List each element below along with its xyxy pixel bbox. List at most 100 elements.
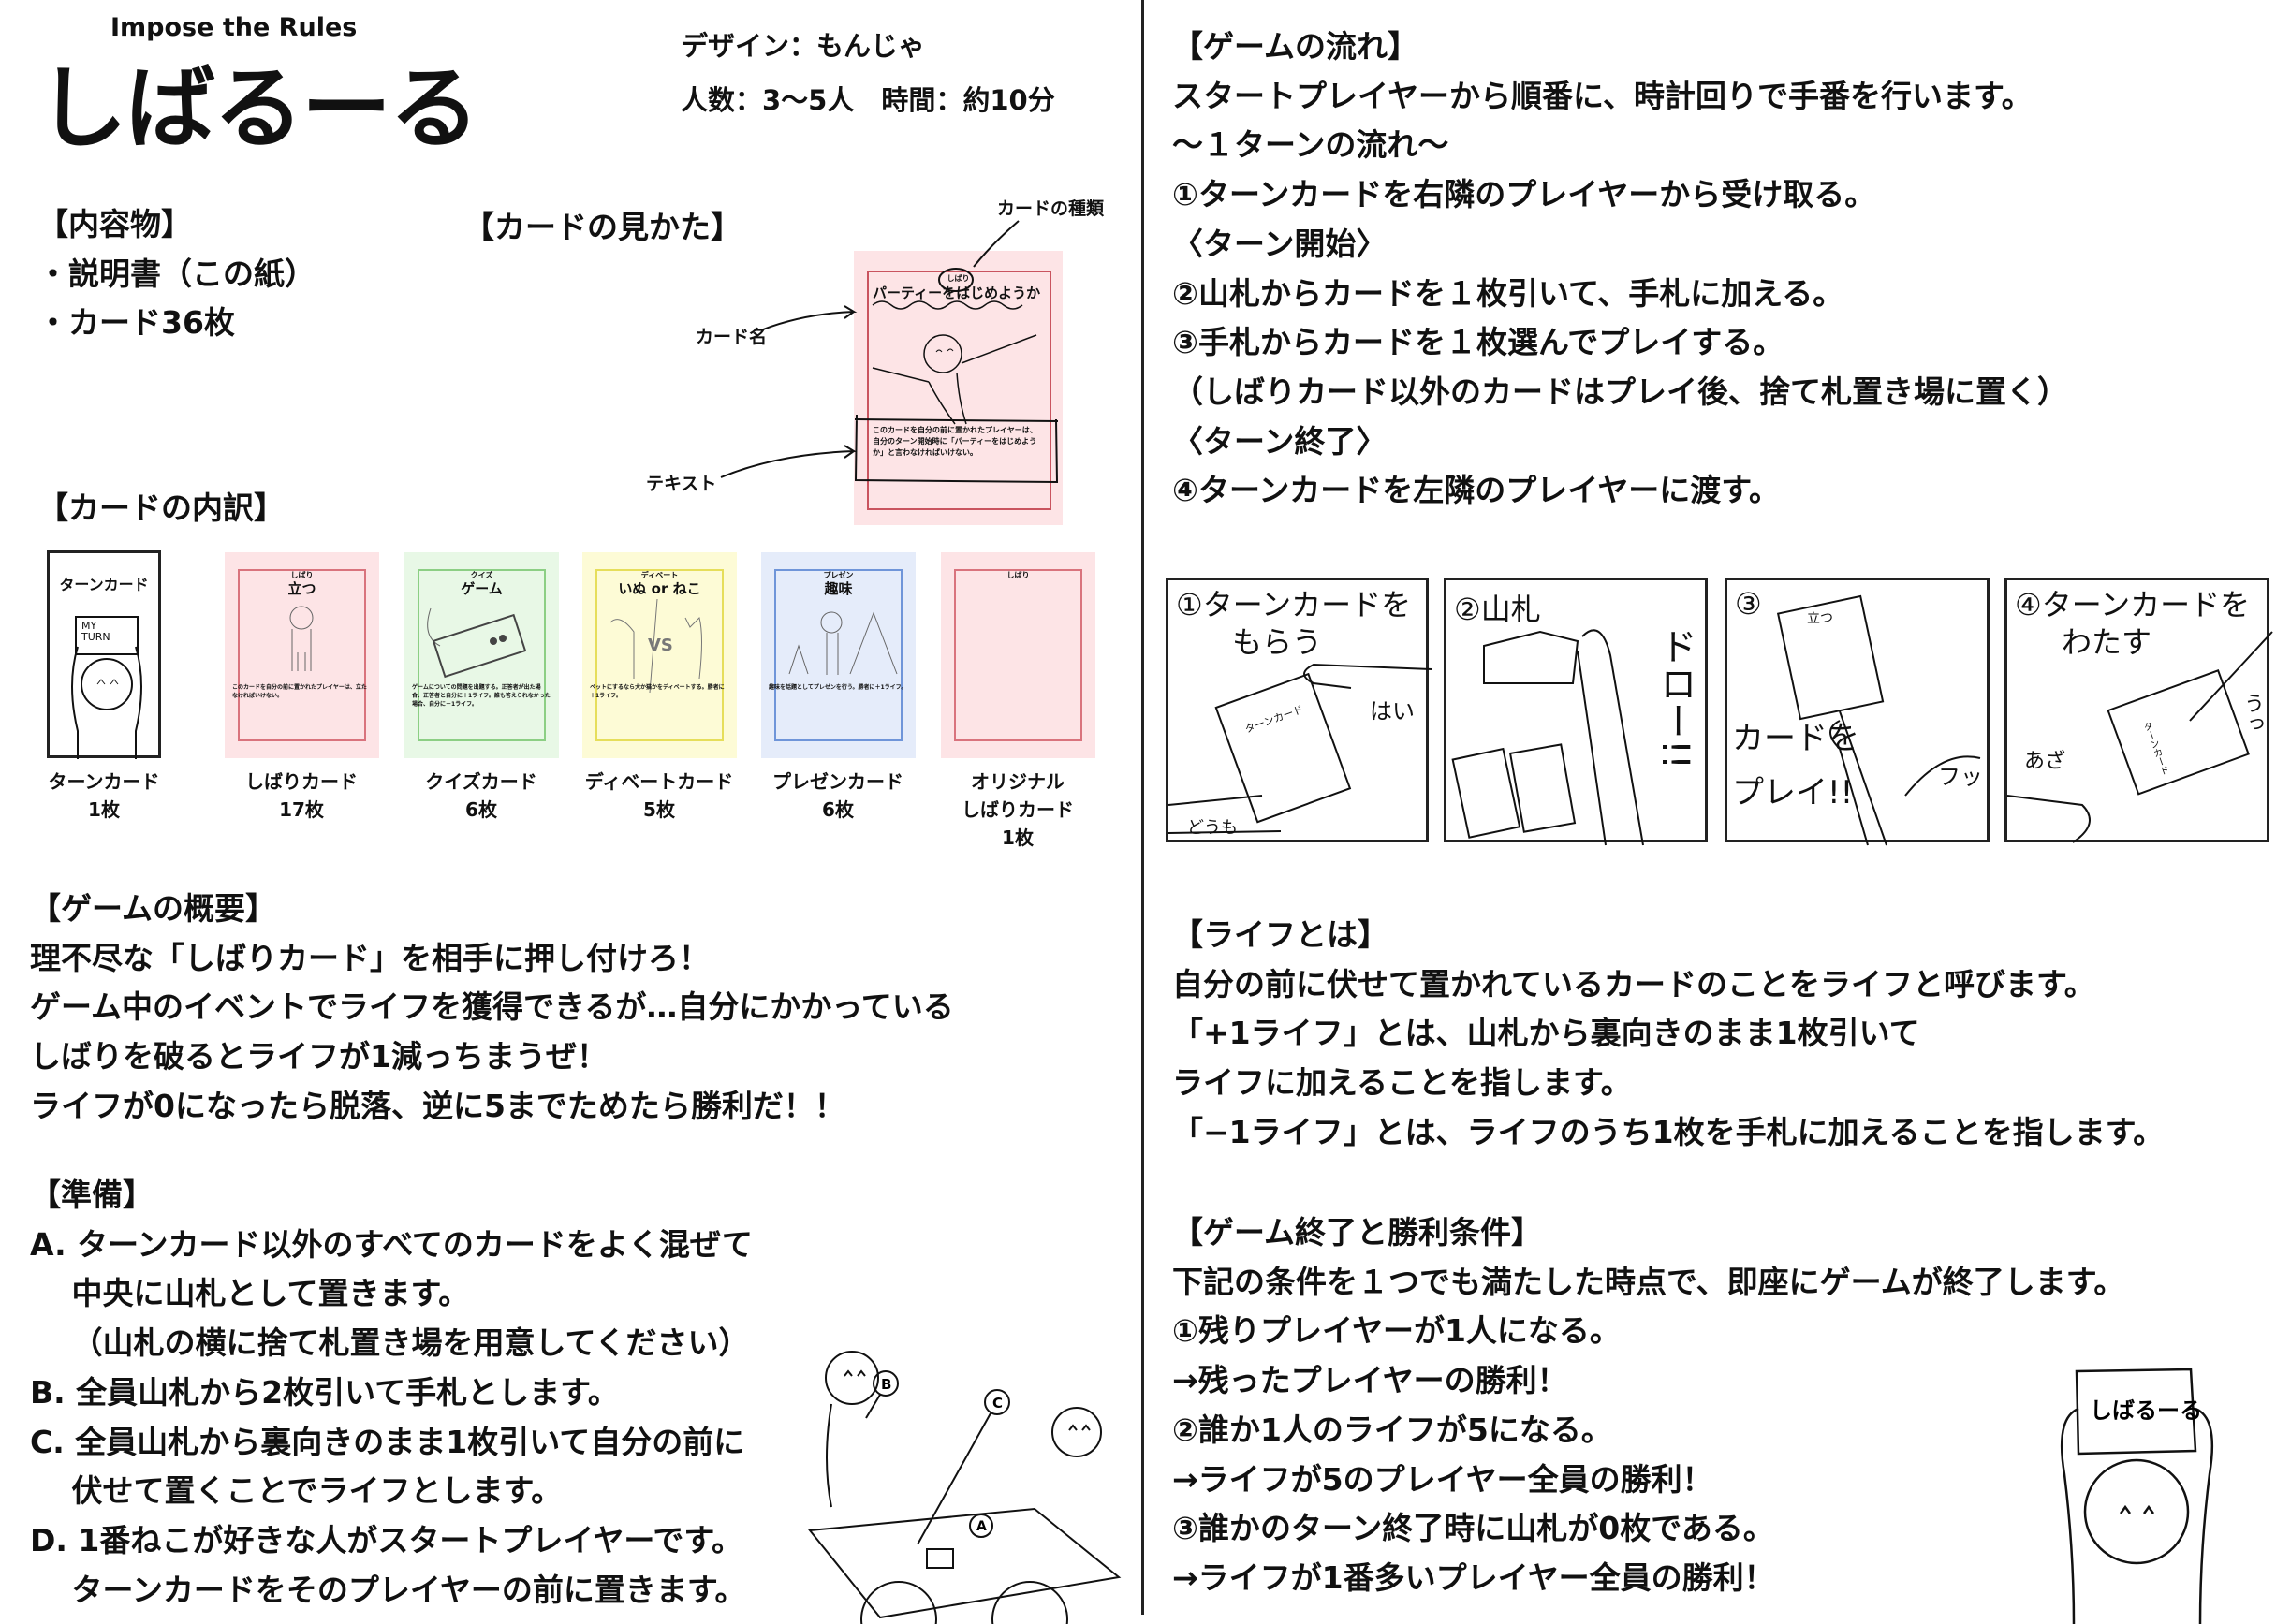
comic-speech: カードをプレイ!! <box>1732 711 1859 820</box>
card-debate: ディベート いぬ or ねこ VS ペットにするなら犬か猫かをディベートする。勝… <box>582 552 737 758</box>
illustration-label-a: A <box>976 1519 987 1534</box>
card-presentation: プレゼン 趣味 趣味を話題としてプレゼンを行う。勝者に＋1ライフ。 <box>761 552 916 758</box>
setup-heading: 【準備】 <box>30 1177 154 1213</box>
card-label-name: ディベートカード <box>584 770 734 793</box>
overview-line: ゲーム中のイベントでライフを獲得できるが…自分にかかっている <box>30 988 954 1026</box>
card-kind: しばり <box>1006 571 1030 579</box>
comic-caption: ②山札 <box>1454 592 1541 627</box>
card-title: 立つ <box>287 580 316 597</box>
contents-item: ・説明書（この紙） <box>37 255 316 292</box>
life-line: 「+1ライフ」とは、山札から裏向きのまま1枚引いて <box>1172 1015 1920 1052</box>
flow-line: 〈ターン開始〉 <box>1172 225 1388 262</box>
life-line: 「−1ライフ」とは、ライフのうち1枚を手札に加えることを指します。 <box>1172 1113 2165 1150</box>
sign-text: しばるーる <box>2090 1397 2202 1424</box>
dog-vs-cat-icon: VS <box>609 598 702 694</box>
flow-line: ④ターンカードを左隣のプレイヤーに渡す。 <box>1172 472 1781 509</box>
sign-holder-illustration: しばるーる <box>2060 1368 2214 1624</box>
card-label-name: ターンカード <box>48 770 160 793</box>
victory-line: ③誰かのターン終了時に山札が0枚である。 <box>1172 1510 1774 1547</box>
pass-card-drawing <box>2006 631 2273 843</box>
flow-line: （しばりカード以外のカードはプレイ後、捨て札置き場に置く） <box>1172 373 2068 410</box>
contents-section: 【内容物】 ・説明書（この紙） ・カード36枚 <box>37 200 316 348</box>
turn-card: ターンカード MY TURN <box>47 550 161 759</box>
flow-line: 〜１ターンの流れ〜 <box>1172 126 1449 164</box>
illustration-label-b: B <box>881 1376 891 1393</box>
card-text: 趣味を話題としてプレゼンを行う。勝者に＋1ライフ。 <box>769 684 907 691</box>
overview-line: ライフが0になったら脱落、逆に5までためたら勝利だ！！ <box>30 1087 845 1124</box>
draw-card-drawing <box>1451 629 1644 846</box>
overview-heading: 【ゲームの概要】 <box>30 890 277 927</box>
overview-section: 【ゲームの概要】 理不尽な「しばりカード」を相手に押し付けろ！ ゲーム中のイベン… <box>30 885 954 1132</box>
comic-sound-effect: ドロー!! <box>1653 627 1696 770</box>
card-text: ペットにするなら犬か猫かをディベートする。勝者に＋1ライフ。 <box>590 684 725 699</box>
setup-line: B. 全員山札から2枚引いて手札とします。 <box>30 1373 619 1411</box>
setup-line: D. 1番ねこが好きな人がスタートプレイヤーです。 <box>30 1521 743 1558</box>
card-label-count: 17枚 <box>279 798 324 821</box>
card-kind: プレゼン <box>823 571 854 579</box>
card-label-name: しばりカード <box>962 798 1074 821</box>
victory-line: ②誰か1人のライフが5になる。 <box>1172 1411 1612 1448</box>
card-title: 趣味 <box>824 580 853 597</box>
victory-heading: 【ゲーム終了と勝利条件】 <box>1172 1214 1543 1251</box>
designer-credit: デザイン：もんじゃ <box>681 30 926 62</box>
card-label-name: クイズカード <box>425 770 537 793</box>
card-quiz: クイズ ゲーム ゲームについての問題を出題する。正答者が出た場合、正答者と自分に… <box>404 552 559 758</box>
turn-card-sign: MY TURN <box>81 620 110 643</box>
illustration-label-c: C <box>992 1395 1003 1412</box>
card-label-quiz: クイズカード 6枚 <box>392 768 570 824</box>
sample-card-kind: しばり <box>947 274 970 283</box>
comic-caption: ④ターンカードをわたす <box>2015 586 2250 661</box>
comic-speech: フッ <box>1938 764 1983 790</box>
comic-caption-line: もらう <box>1232 624 1323 660</box>
hand-card-drawing <box>1167 663 1432 834</box>
card-text: このカードを自分の前に置かれたプレイヤーは、立たなければいけない。 <box>232 684 367 699</box>
flow-line: スタートプレイヤーから順番に、時計回りで手番を行います。 <box>1172 77 2033 114</box>
card-kind: ディベート <box>640 571 679 579</box>
overview-line: しばりを破るとライフが1減っちまうぜ！ <box>30 1038 608 1075</box>
card-label-shibari: しばりカード 17枚 <box>213 768 390 824</box>
setup-line: ターンカードをそのプレイヤーの前に置きます。 <box>30 1571 746 1608</box>
setup-line: C. 全員山札から裏向きのまま1枚引いて自分の前に <box>30 1423 745 1460</box>
card-label-turn: ターンカード 1枚 <box>15 768 193 824</box>
label-card-type: カードの種類 <box>997 198 1105 219</box>
victory-line: →ライフが5のプレイヤー全員の勝利！ <box>1172 1460 1713 1498</box>
card-original-shibari: しばり <box>941 552 1095 758</box>
victory-line: 下記の条件を１つでも満たした時点で、即座にゲームが終了します。 <box>1172 1263 2125 1300</box>
game-title: しばるーる <box>37 56 479 161</box>
sample-card-illustration <box>854 268 1059 484</box>
game-controller-icon <box>427 607 527 679</box>
comic-caption-line: わたす <box>2062 624 2152 660</box>
victory-line: ①残りプレイヤーが1人になる。 <box>1172 1312 1621 1350</box>
game-subtitle: Impose the Rules <box>110 13 358 42</box>
card-label-name: しばりカード <box>245 770 358 793</box>
card-title: ゲーム <box>461 580 503 597</box>
comic-speech: あざ <box>2024 750 2066 773</box>
card-title: いぬ or ねこ <box>618 580 701 597</box>
comic-panel-3: ③ 立つ カードをプレイ!! フッ <box>1725 578 1990 846</box>
card-label-count: 6枚 <box>465 798 497 821</box>
contents-item: ・カード36枚 <box>37 304 235 342</box>
comic-panel-2: ②山札 ドロー!! <box>1444 578 1708 846</box>
camping-icon <box>788 611 898 675</box>
sample-card-text: このカードを自分の前に置かれたプレイヤーは、自分のターン開始時に「パーティーをは… <box>873 426 1037 457</box>
card-label-debate: ディベートカード 5枚 <box>570 768 748 824</box>
label-card-name: カード名 <box>696 327 768 347</box>
card-label-name: プレゼンカード <box>772 770 903 793</box>
card-label-count: 1枚 <box>88 798 120 821</box>
card-label-count: 5枚 <box>643 798 675 821</box>
life-line: ライフに加えることを指します。 <box>1172 1064 1632 1102</box>
comic-panel-1: ①ターンカードをもらう はい どうも ターンカード <box>1166 578 1432 842</box>
comic-speech: はい <box>1370 698 1415 724</box>
flow-line: ②山札からカードを１枚引いて、手札に加える。 <box>1172 274 1844 312</box>
setup-line: A. ターンカード以外のすべてのカードをよく混ぜて <box>30 1225 753 1263</box>
breakdown-heading: 【カードの内訳】 <box>37 490 285 526</box>
flow-line: 〈ターン終了〉 <box>1172 422 1388 460</box>
card-label: 立つ <box>1807 611 1833 626</box>
standing-figure-icon <box>289 606 314 671</box>
life-heading: 【ライフとは】 <box>1172 916 1388 953</box>
play-card-drawing <box>1776 594 1981 846</box>
life-line: 自分の前に伏せて置かれているカードのことをライフと呼びます。 <box>1172 965 2095 1002</box>
card-label-count: 6枚 <box>822 798 854 821</box>
card-shibari: しばり 立つ このカードを自分の前に置かれたプレイヤーは、立たなければいけない。 <box>225 552 379 758</box>
comic-speech: どうも <box>1187 818 1238 838</box>
